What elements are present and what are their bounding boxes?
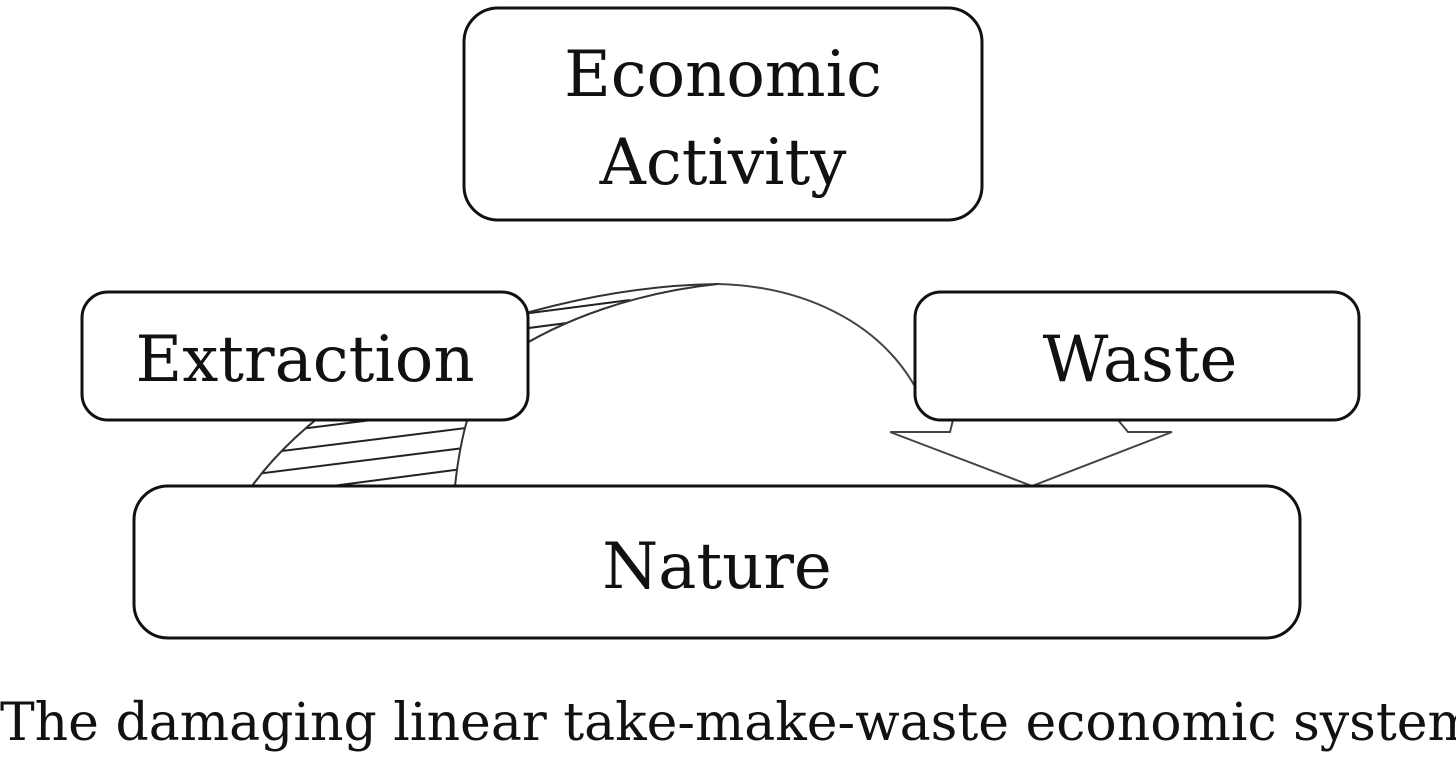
waste-node: Waste	[913, 290, 1361, 422]
diagram-caption: The damaging linear take-make-waste econ…	[0, 693, 1456, 753]
extraction-node: Extraction	[80, 290, 530, 422]
extraction-label: Extraction	[135, 323, 474, 397]
economic-activity-label-line2: Activity	[599, 126, 847, 200]
waste-flow-arrow	[717, 283, 1173, 488]
economic-activity-node: Economic Activity	[462, 6, 984, 222]
nature-label: Nature	[602, 530, 832, 604]
waste-label: Waste	[1043, 323, 1238, 397]
economic-activity-label-line1: Economic	[564, 38, 882, 112]
nature-node: Nature	[132, 484, 1302, 640]
